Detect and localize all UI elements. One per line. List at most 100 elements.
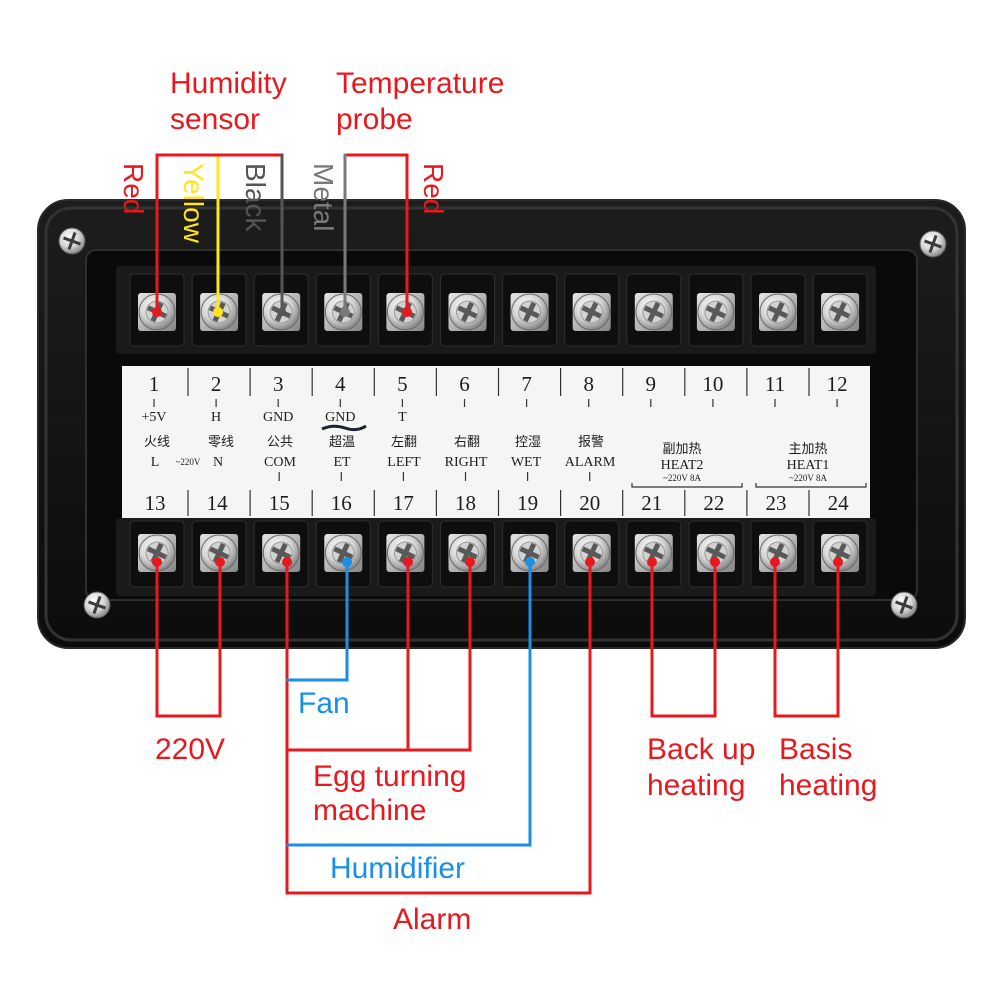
- terminal-number: 12: [827, 372, 848, 396]
- output-wiring: [152, 557, 843, 895]
- mounting-screw-bottom-right: [890, 591, 918, 619]
- humidity-red-wire: [155, 153, 284, 314]
- terminal-function-labels: 火线 L ~220V 零线 N 公共 COM 超温 ET 左翻 LEFT 右翻 …: [144, 434, 867, 488]
- terminal-screw-23: [750, 520, 806, 588]
- basis-heating-label: heating: [779, 769, 877, 802]
- screw-slot-v: [336, 542, 350, 564]
- wire-end-dot: [770, 557, 780, 567]
- terminal-screw-15: [253, 520, 309, 588]
- marker-scribble: [321, 424, 367, 432]
- mounting-screw-slot: [63, 232, 81, 250]
- top-terminal-row: [129, 273, 868, 347]
- screw-slot-v: [709, 301, 723, 323]
- terminal-number: 21: [641, 491, 662, 515]
- terminal-signal-label: +5V: [141, 410, 166, 425]
- wire-end-dot: [402, 307, 412, 317]
- function-en-label: ALARM: [565, 455, 616, 470]
- function-en-label: LEFT: [387, 455, 421, 470]
- wire-color-label-black: Black: [240, 163, 271, 232]
- terminal-number: 17: [393, 491, 414, 515]
- terminal-screw-10: [688, 273, 744, 347]
- egg-turning-label: Egg turning: [313, 760, 466, 793]
- terminal-signal-label: GND: [263, 410, 293, 425]
- terminal-signal-label: GND: [325, 410, 355, 425]
- fan-wire: [286, 560, 349, 682]
- terminal-number: 8: [583, 372, 594, 396]
- terminal-number: 18: [455, 491, 476, 515]
- wire-end-dot: [647, 557, 657, 567]
- terminal-number: 19: [517, 491, 538, 515]
- terminal-number: 9: [646, 372, 657, 396]
- backup-heating-wire: [650, 560, 717, 718]
- wire-end-dot: [215, 557, 225, 567]
- bottom-terminal-row: [129, 520, 868, 588]
- function-en-label: WET: [511, 455, 542, 470]
- terminal-screw-21: [626, 520, 682, 588]
- heat1-bracket: [755, 483, 867, 488]
- terminal-number: 5: [397, 372, 408, 396]
- screw-slot: [705, 301, 727, 323]
- screw-slot: [271, 542, 292, 564]
- wire-end-dot: [340, 307, 350, 317]
- mounting-screw-slot: [924, 235, 942, 253]
- terminal-screw-11: [750, 273, 806, 347]
- screw-slot: [457, 301, 478, 323]
- humidifier-wire: [286, 560, 532, 847]
- function-rating-label: ~220V 8A: [789, 473, 827, 483]
- wire-end-dot: [278, 308, 286, 316]
- function-cn-label: 超温: [329, 435, 355, 450]
- terminal-number: 7: [521, 372, 532, 396]
- function-en-label: COM: [264, 455, 296, 470]
- terminal-screw-17: [377, 520, 433, 588]
- temperature-probe-label: Temperature: [336, 67, 504, 100]
- heat2-bracket: [631, 483, 743, 488]
- body-bevel: [44, 206, 959, 642]
- terminal-number: 15: [269, 491, 290, 515]
- terminal-number: 1: [149, 372, 160, 396]
- terminal-screw-9: [626, 273, 682, 347]
- screw-slot: [146, 542, 168, 564]
- terminal-number: 11: [765, 372, 785, 396]
- fan-label: Fan: [298, 687, 350, 720]
- terminal-screw-19: [502, 520, 558, 588]
- mounting-screw-slot: [895, 596, 913, 614]
- wire-color-label-yellow: Yellow: [178, 163, 209, 244]
- egg-turning-wire: [285, 560, 472, 752]
- terminal-number: 22: [703, 491, 724, 515]
- screw-slot: [395, 542, 416, 564]
- wire-end-dot: [213, 307, 223, 317]
- function-cn-label: 左翻: [391, 435, 417, 450]
- terminal-label-strip: [122, 366, 870, 518]
- terminal-screw-6: [440, 273, 495, 347]
- wire-end-dot: [585, 557, 595, 567]
- wire-color-label-red: Red: [118, 163, 149, 214]
- function-en-label: RIGHT: [445, 455, 488, 470]
- wire-end-dot: [152, 307, 162, 317]
- screw-slot-v: [461, 542, 474, 564]
- probe-red-wire: [343, 153, 409, 314]
- screw-slot: [767, 301, 789, 323]
- screw-slot-v: [461, 301, 474, 323]
- screw-slot: [829, 301, 851, 323]
- function-cn-label: 右翻: [454, 435, 480, 450]
- screw-slot-v: [833, 301, 847, 323]
- function-cn-label: 副加热: [662, 442, 701, 457]
- function-en-label: ET: [333, 455, 351, 470]
- alarm-label: Alarm: [393, 903, 471, 936]
- screw-slot: [333, 542, 354, 564]
- terminal-screw-20: [564, 520, 620, 588]
- backup-heating-label: heating: [647, 769, 745, 802]
- mounting-screw-bottom-left: [83, 591, 111, 619]
- terminal-screw-7: [502, 273, 558, 347]
- wire-end-dot: [465, 557, 475, 567]
- terminal-signal-label: H: [211, 410, 221, 425]
- screw-slot: [457, 542, 478, 564]
- function-cn-label: 主加热: [788, 442, 827, 457]
- humidifier-label: Humidifier: [330, 852, 465, 885]
- screw-slot-v: [398, 542, 412, 564]
- function-en-label: N: [213, 455, 223, 470]
- screw-slot-v: [150, 542, 164, 564]
- terminal-number: 16: [331, 491, 352, 515]
